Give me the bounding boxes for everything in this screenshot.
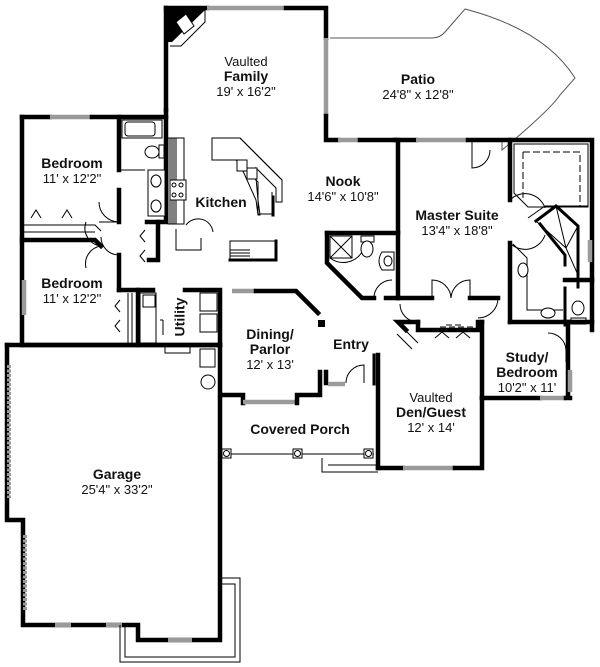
room-label-master-suite: Master Suite 13'4" x 18'8" <box>415 207 499 239</box>
kitchen-fixtures <box>167 137 283 262</box>
room-label-study: Study/ Bedroom 10'2" x 11' <box>496 349 558 396</box>
room-name: Bedroom <box>41 275 103 291</box>
room-label-bedroom-1: Bedroom 11' x 12'2" <box>41 155 103 187</box>
covered-porch <box>221 448 378 473</box>
den-study-walls <box>375 303 573 471</box>
room-label-kitchen: Kitchen <box>195 195 246 210</box>
room-label-covered-porch: Covered Porch <box>250 422 350 437</box>
room-name: Den/Guest <box>395 404 467 420</box>
room-dims: 19' x 16'2" <box>216 84 276 99</box>
room-prefix: Vaulted <box>409 390 453 405</box>
room-label-nook: Nook 14'6" x 10'8" <box>307 173 379 205</box>
dining-walls <box>217 288 376 406</box>
room-name: Dining/ <box>246 326 294 342</box>
patio-outline <box>330 8 576 152</box>
room-name: Kitchen <box>195 194 247 210</box>
room-name-line2: Bedroom <box>496 364 558 380</box>
room-label-family: Vaulted Family 19' x 16'2" <box>216 54 275 99</box>
room-dims: 10'2" x 11' <box>497 380 557 395</box>
room-dims: 13'4" x 18'8" <box>421 223 493 238</box>
room-name: Entry <box>333 336 369 352</box>
room-dims: 14'6" x 10'8" <box>307 189 379 204</box>
room-dims: 11' x 12'2" <box>42 171 102 186</box>
room-label-den: Vaulted Den/Guest 12' x 14' <box>396 390 466 435</box>
garage-walls <box>4 342 241 663</box>
room-label-patio: Patio 24'8" x 12'8" <box>382 71 454 103</box>
room-name: Nook <box>325 173 361 189</box>
room-name: Patio <box>400 71 436 87</box>
room-label-dining: Dining/ Parlor 12' x 13' <box>246 326 294 373</box>
room-label-bedroom-2: Bedroom 11' x 12'2" <box>41 275 103 307</box>
room-name: Master Suite <box>415 207 499 223</box>
room-label-entry: Entry <box>333 337 369 352</box>
room-dims: 24'8" x 12'8" <box>382 87 454 102</box>
room-dims: 12' x 13' <box>246 357 294 372</box>
utility-walls <box>114 287 223 354</box>
powder-bath-walls <box>324 137 401 301</box>
room-name: Family <box>223 68 269 84</box>
family-walls <box>163 5 398 143</box>
room-dims: 11' x 12'2" <box>42 291 102 306</box>
room-name: Garage <box>92 466 142 482</box>
room-name: Study/ <box>505 349 549 365</box>
room-label-garage: Garage 25'4" x 33'2" <box>81 466 153 498</box>
room-name-line2: Parlor <box>249 341 291 357</box>
room-dims: 12' x 14' <box>407 420 455 435</box>
room-name: Bedroom <box>41 155 103 171</box>
room-name: Covered Porch <box>250 421 350 437</box>
room-label-utility: Utility <box>171 297 188 337</box>
master-suite-walls <box>392 137 595 333</box>
left-wing-walls <box>19 107 223 348</box>
room-prefix: Vaulted <box>224 54 268 69</box>
room-dims: 25'4" x 33'2" <box>81 482 153 497</box>
